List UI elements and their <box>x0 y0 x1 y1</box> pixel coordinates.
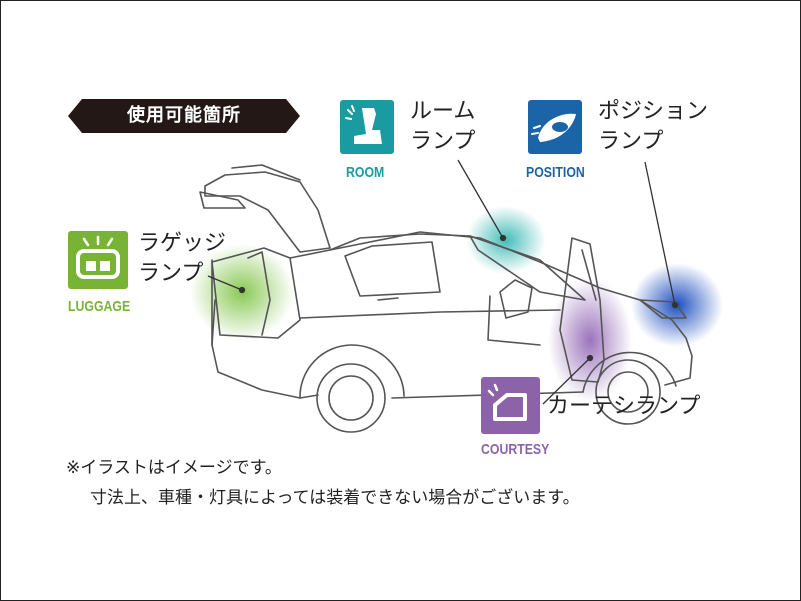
room-caption: ROOM <box>346 164 385 181</box>
usage-locations-banner: 使用可能箇所 <box>68 99 300 133</box>
room-glow <box>466 206 546 274</box>
courtesy-leader-line <box>542 357 591 405</box>
courtesy-glow <box>548 278 632 402</box>
courtesy-icon-box <box>481 377 540 434</box>
courtesy-caption: COURTESY <box>481 441 550 458</box>
note-compatibility: 寸法上、車種・灯具によっては装着できない場合がございます。 <box>90 488 580 508</box>
room-label-line2: ランプ <box>410 129 476 154</box>
position-caption: POSITION <box>526 164 585 181</box>
position-icon-box <box>528 100 582 154</box>
rear-wheel <box>316 363 386 433</box>
courtesy-lamp-label: カーテシランプ <box>547 394 701 419</box>
luggage-leader-line <box>207 275 243 291</box>
room-lamp-label: ルーム ランプ <box>410 97 475 157</box>
luggage-lamp-label: ラゲッジ ランプ <box>138 229 226 289</box>
position-lamp-label: ポジション ランプ <box>598 97 708 157</box>
luggage-icon-box <box>68 231 128 289</box>
position-label-line1: ポジション <box>598 99 709 124</box>
banner-title: 使用可能箇所 <box>127 105 241 126</box>
luggage-caption: LUGGAGE <box>68 298 131 315</box>
luggage-label-line1: ラゲッジ <box>138 231 227 256</box>
seat-icon <box>345 105 382 144</box>
position-label-line2: ランプ <box>598 129 664 154</box>
headlight-icon <box>531 113 576 142</box>
cargo-icon <box>76 235 120 279</box>
room-label-line1: ルーム <box>410 99 476 124</box>
note-illustration: ※イラストはイメージです。 <box>66 458 282 478</box>
open-door-icon <box>487 383 527 421</box>
room-leader-line <box>457 159 504 239</box>
position-leader-line <box>644 161 676 306</box>
luggage-label-line2: ランプ <box>138 261 204 286</box>
room-icon-box <box>340 100 394 154</box>
front-wheel <box>595 359 661 425</box>
